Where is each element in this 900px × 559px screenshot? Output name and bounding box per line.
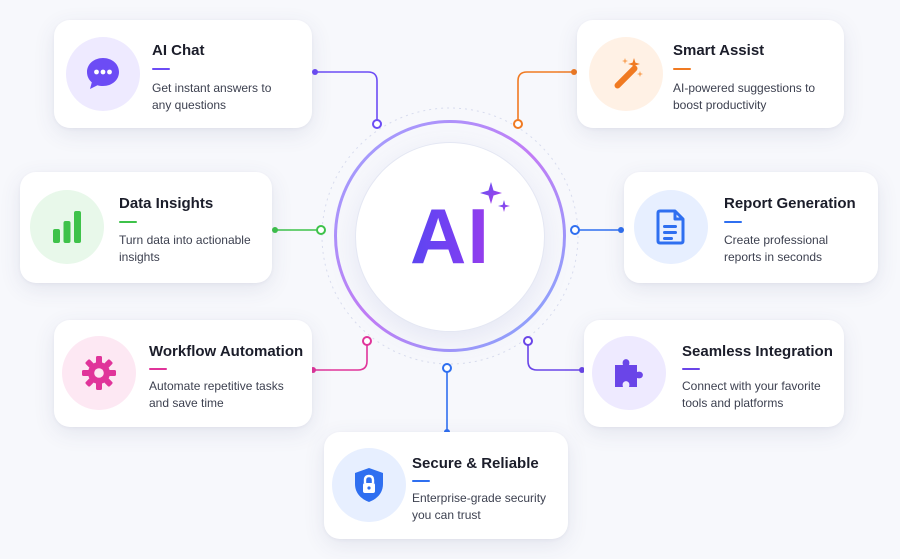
connector-smart-assist — [513, 69, 577, 129]
feature-description: Get instant answers to any questions — [152, 81, 272, 112]
feature-card-data-insights[interactable]: Data Insights Turn data into actionable … — [20, 172, 272, 283]
feature-title: Seamless Integration — [682, 343, 833, 360]
shield-lock-icon — [332, 448, 406, 522]
accent-bar — [119, 221, 137, 223]
feature-description: Connect with your favorite tools and pla… — [682, 379, 821, 410]
bar-chart-icon — [30, 190, 104, 264]
document-icon — [634, 190, 708, 264]
hub-label: AI — [356, 191, 544, 281]
feature-title: Smart Assist — [673, 42, 765, 59]
magic-wand-icon — [589, 37, 663, 111]
feature-card-seamless-integration[interactable]: Seamless Integration Connect with your f… — [584, 320, 844, 427]
connector-workflow-automation — [310, 336, 372, 373]
connector-ai-chat — [312, 69, 382, 129]
chat-bubble-icon — [66, 37, 140, 111]
connector-report-generation — [570, 225, 624, 235]
feature-title: AI Chat — [152, 42, 205, 59]
feature-description: Create professional reports in seconds — [724, 233, 829, 264]
accent-bar — [152, 68, 170, 70]
feature-title: Secure & Reliable — [412, 455, 539, 472]
feature-card-ai-chat[interactable]: AI Chat Get instant answers to any quest… — [54, 20, 312, 128]
feature-title: Report Generation — [724, 195, 856, 212]
sparkle-icon — [480, 182, 510, 212]
connector-seamless-integration — [523, 336, 585, 373]
puzzle-icon — [592, 336, 666, 410]
feature-card-secure-reliable[interactable]: Secure & Reliable Enterprise-grade secur… — [324, 432, 568, 539]
accent-bar — [412, 480, 430, 482]
feature-card-report-generation[interactable]: Report Generation Create professional re… — [624, 172, 878, 283]
accent-bar — [149, 368, 167, 370]
feature-title: Workflow Automation — [149, 343, 304, 360]
feature-card-smart-assist[interactable]: Smart Assist AI-powered suggestions to b… — [577, 20, 844, 128]
feature-description: AI-powered suggestions to boost producti… — [673, 81, 816, 112]
feature-description: Automate repetitive tasks and save time — [149, 379, 284, 410]
hub-core — [356, 143, 544, 331]
gear-icon — [62, 336, 136, 410]
connector-data-insights — [272, 225, 326, 235]
accent-bar — [724, 221, 742, 223]
feature-title: Data Insights — [119, 195, 214, 212]
accent-bar — [673, 68, 691, 70]
accent-bar — [682, 368, 700, 370]
feature-description: Turn data into actionable insights — [119, 233, 251, 264]
connector-secure-reliable — [442, 363, 452, 435]
feature-description: Enterprise-grade security you can trust — [412, 491, 547, 522]
feature-card-workflow-automation[interactable]: Workflow Automation Automate repetitive … — [54, 320, 312, 427]
